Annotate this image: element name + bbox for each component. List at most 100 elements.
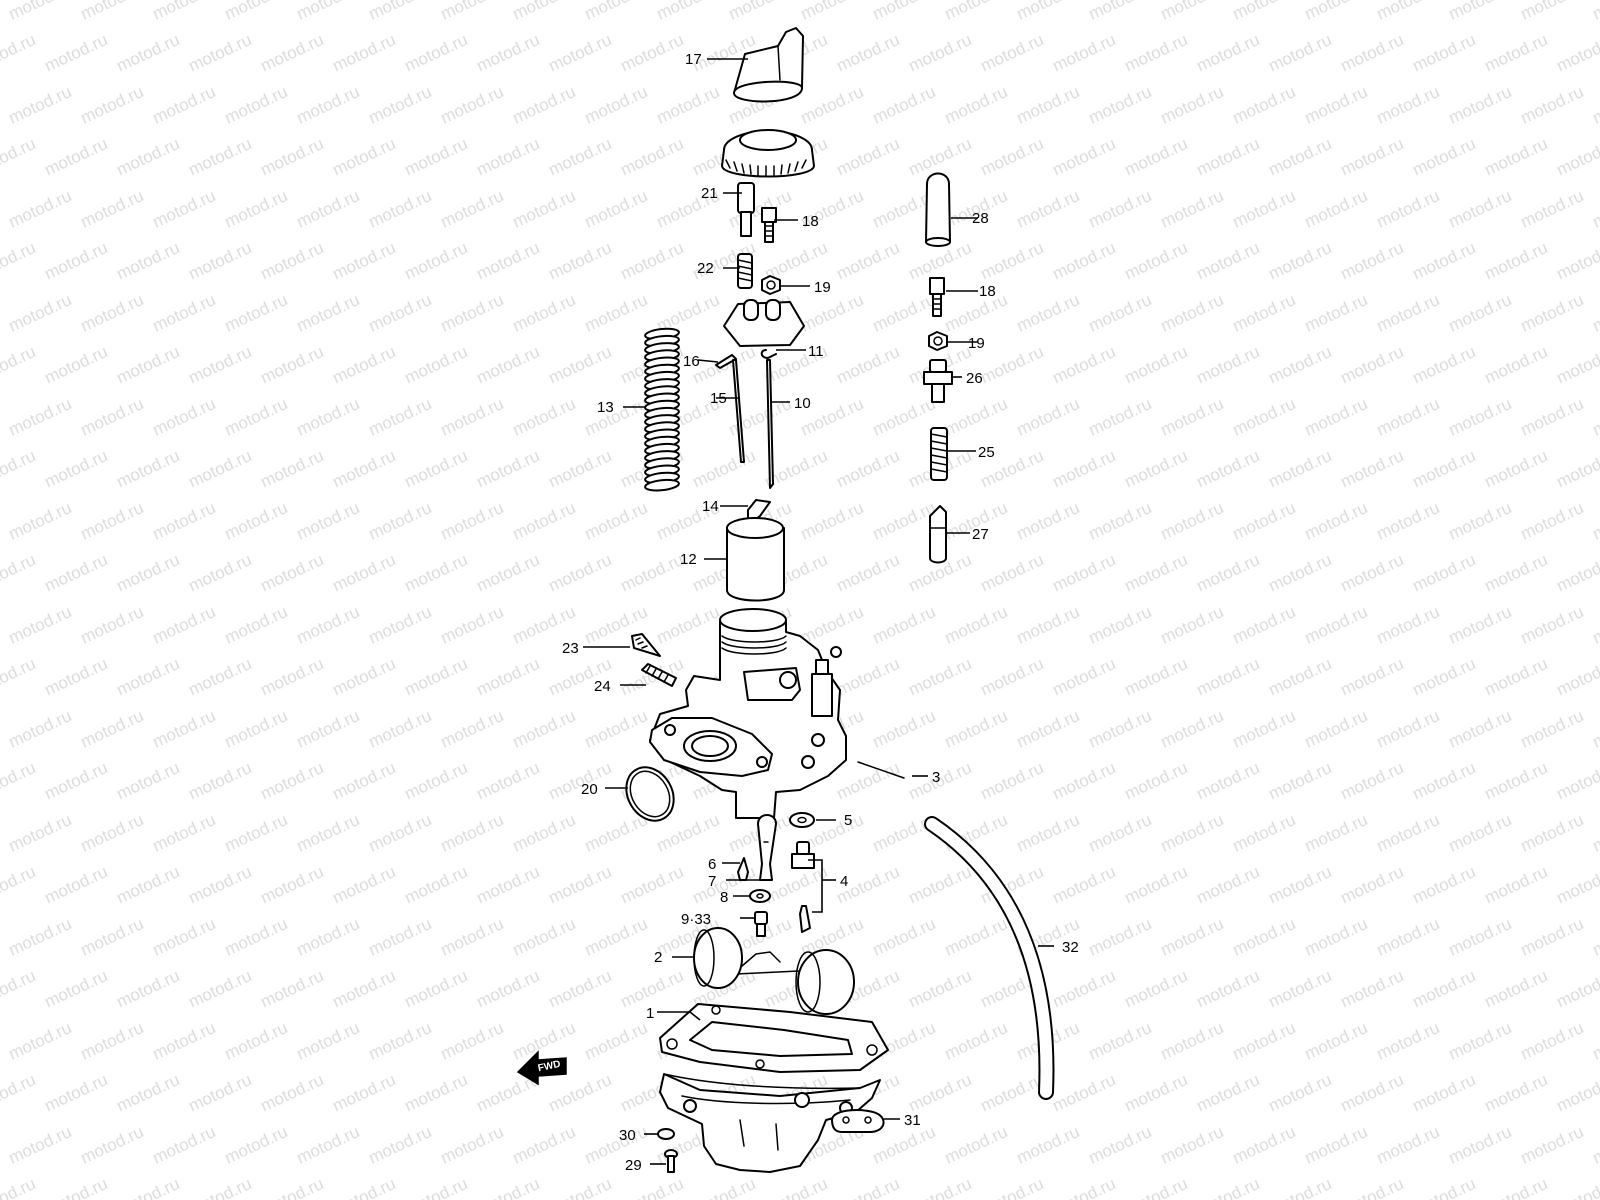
watermark-text: motod.ru — [1554, 238, 1600, 284]
watermark-text: motod.ru — [0, 1174, 38, 1200]
watermark-text: motod.ru — [1086, 810, 1155, 856]
watermark-text: motod.ru — [330, 758, 399, 804]
watermark-text: motod.ru — [1554, 30, 1600, 76]
watermark-text: motod.ru — [0, 966, 38, 1012]
watermark-text: motod.ru — [1338, 1070, 1407, 1116]
watermark-text: motod.ru — [1266, 862, 1335, 908]
watermark-text: motod.ru — [582, 1018, 651, 1064]
watermark-text: motod.ru — [330, 342, 399, 388]
watermark-text: motod.ru — [1446, 498, 1515, 544]
watermark-text: motod.ru — [150, 810, 219, 856]
callout-19: 19 — [814, 279, 831, 296]
watermark-text: motod.ru — [1518, 290, 1587, 336]
watermark-text: motod.ru — [1374, 810, 1443, 856]
callout-26: 26 — [966, 370, 983, 387]
watermark-text: motod.ru — [1194, 342, 1263, 388]
watermark-text: motod.ru — [438, 1018, 507, 1064]
watermark-text: motod.ru — [6, 706, 75, 752]
callout-24: 24 — [594, 678, 611, 695]
watermark-text: motod.ru — [1482, 342, 1551, 388]
watermark-text: motod.ru — [1446, 394, 1515, 440]
watermark-text: motod.ru — [1230, 914, 1299, 960]
watermark-text: motod.ru — [1518, 1122, 1587, 1168]
watermark-text: motod.ru — [1374, 706, 1443, 752]
watermark-text: motod.ru — [1086, 1122, 1155, 1168]
watermark-text: motod.ru — [1518, 602, 1587, 648]
watermark-text: motod.ru — [42, 1174, 111, 1200]
watermark-text: motod.ru — [1518, 810, 1587, 856]
watermark-text: motod.ru — [402, 966, 471, 1012]
callout-9-33: 9·33 — [681, 911, 711, 928]
watermark-text: motod.ru — [0, 1070, 38, 1116]
watermark-text: motod.ru — [1338, 862, 1407, 908]
watermark-text: motod.ru — [1590, 914, 1600, 960]
watermark-text: motod.ru — [1410, 134, 1479, 180]
watermark-text: motod.ru — [1518, 914, 1587, 960]
watermark-text: motod.ru — [0, 394, 2, 440]
part-23-air-screw — [631, 633, 661, 657]
watermark-text: motod.ru — [582, 394, 651, 440]
watermark-text: motod.ru — [834, 550, 903, 596]
watermark-text: motod.ru — [258, 1070, 327, 1116]
part-20-o-ring — [625, 766, 675, 822]
watermark-text: motod.ru — [0, 602, 2, 648]
watermark-text: motod.ru — [690, 446, 759, 492]
watermark-text: motod.ru — [474, 342, 543, 388]
watermark-text: motod.ru — [258, 758, 327, 804]
watermark-text: motod.ru — [0, 134, 38, 180]
watermark-text: motod.ru — [870, 914, 939, 960]
callout-23: 23 — [562, 640, 579, 657]
watermark-text: motod.ru — [1554, 654, 1600, 700]
watermark-text: motod.ru — [1194, 758, 1263, 804]
watermark-text: motod.ru — [438, 706, 507, 752]
callout-20: 20 — [581, 781, 598, 798]
watermark-text: motod.ru — [1554, 446, 1600, 492]
watermark-text: motod.ru — [1374, 290, 1443, 336]
watermark-text: motod.ru — [1014, 602, 1083, 648]
part-19-nut — [761, 275, 781, 295]
watermark-text: motod.ru — [258, 134, 327, 180]
watermark-text: motod.ru — [1446, 602, 1515, 648]
watermark-text: motod.ru — [1266, 1070, 1335, 1116]
watermark-text: motod.ru — [186, 238, 255, 284]
watermark-text: motod.ru — [1194, 966, 1263, 1012]
watermark-text: motod.ru — [1302, 1018, 1371, 1064]
watermark-text: motod.ru — [1266, 966, 1335, 1012]
watermark-text: motod.ru — [798, 602, 867, 648]
watermark-text: motod.ru — [186, 966, 255, 1012]
watermark-text: motod.ru — [78, 1018, 147, 1064]
watermark-text: motod.ru — [402, 1174, 471, 1200]
watermark-text: motod.ru — [78, 498, 147, 544]
watermark-text: motod.ru — [1302, 706, 1371, 752]
watermark-text: motod.ru — [906, 30, 975, 76]
watermark-text: motod.ru — [870, 498, 939, 544]
watermark-text: motod.ru — [222, 82, 291, 128]
watermark-text: motod.ru — [1482, 134, 1551, 180]
watermark-text: motod.ru — [0, 758, 38, 804]
watermark-text: motod.ru — [186, 550, 255, 596]
watermark-text: motod.ru — [114, 758, 183, 804]
watermark-text: motod.ru — [1086, 602, 1155, 648]
watermark-text: motod.ru — [978, 1174, 1047, 1200]
watermark-text: motod.ru — [1122, 966, 1191, 1012]
watermark-text: motod.ru — [1122, 1070, 1191, 1116]
watermark-text: motod.ru — [510, 1018, 579, 1064]
watermark-text: motod.ru — [150, 914, 219, 960]
watermark-text: motod.ru — [978, 550, 1047, 596]
watermark-text: motod.ru — [978, 134, 1047, 180]
watermark-text: motod.ru — [1410, 862, 1479, 908]
watermark-text: motod.ru — [1482, 1174, 1551, 1200]
watermark-text: motod.ru — [1050, 342, 1119, 388]
watermark-text: motod.ru — [1590, 290, 1600, 336]
watermark-text: motod.ru — [6, 602, 75, 648]
watermark-text: motod.ru — [1590, 394, 1600, 440]
watermark-text: motod.ru — [906, 654, 975, 700]
watermark-text: motod.ru — [474, 30, 543, 76]
watermark-text: motod.ru — [1158, 914, 1227, 960]
watermark-text: motod.ru — [42, 1070, 111, 1116]
watermark-text: motod.ru — [1050, 1174, 1119, 1200]
watermark-text: motod.ru — [114, 1174, 183, 1200]
watermark-text: motod.ru — [1014, 1122, 1083, 1168]
watermark-text: motod.ru — [6, 810, 75, 856]
callout-28: 28 — [972, 210, 989, 227]
